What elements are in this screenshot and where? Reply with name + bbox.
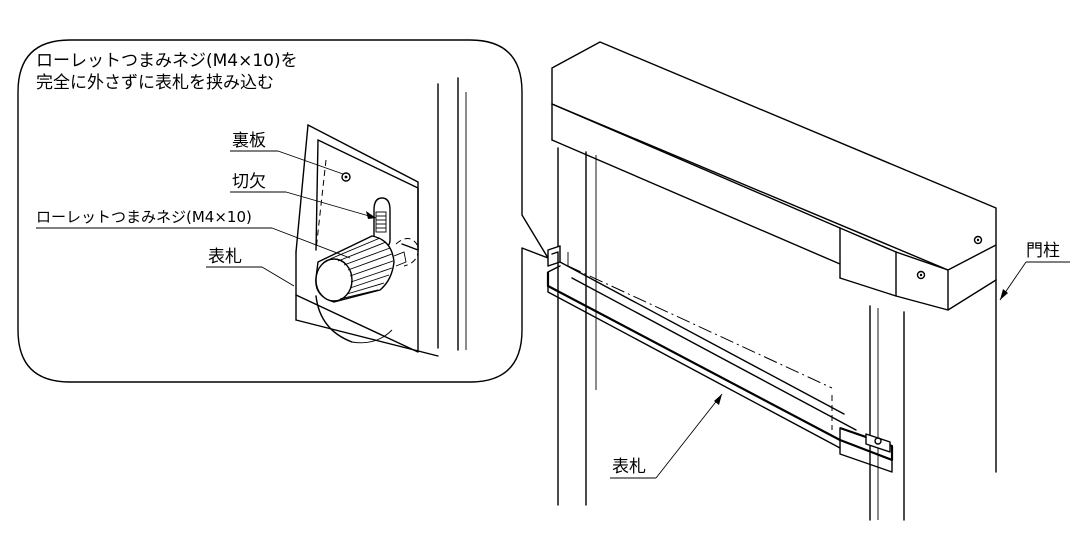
callout-note-line-2: 完全に外さずに表札を挟み込む — [36, 73, 274, 93]
main-nameplate — [546, 245, 894, 473]
detail-backplate — [315, 139, 419, 251]
label-gate-post: 門柱 — [1026, 241, 1060, 261]
detail-callout: ローレットつまみネジ(M4×10)を 完全に外さずに表札を挟み込む 裏板 切欠 … — [17, 39, 549, 383]
gate-post — [551, 41, 997, 521]
label-knurled-screw: ローレットつまみネジ(M4×10) — [36, 208, 252, 226]
label-main-nameplate: 表札 — [612, 457, 646, 477]
label-detail-nameplate: 表札 — [208, 247, 242, 267]
knurled-screw-icon — [315, 235, 419, 344]
callout-leaders — [36, 150, 377, 287]
callout-note-line-1: ローレットつまみネジ(M4×10)を — [36, 51, 298, 71]
label-backplate: 裏板 — [232, 130, 266, 151]
label-notch: 切欠 — [232, 172, 266, 192]
main-leaders — [610, 261, 1070, 479]
detail-nameplate — [295, 124, 439, 357]
